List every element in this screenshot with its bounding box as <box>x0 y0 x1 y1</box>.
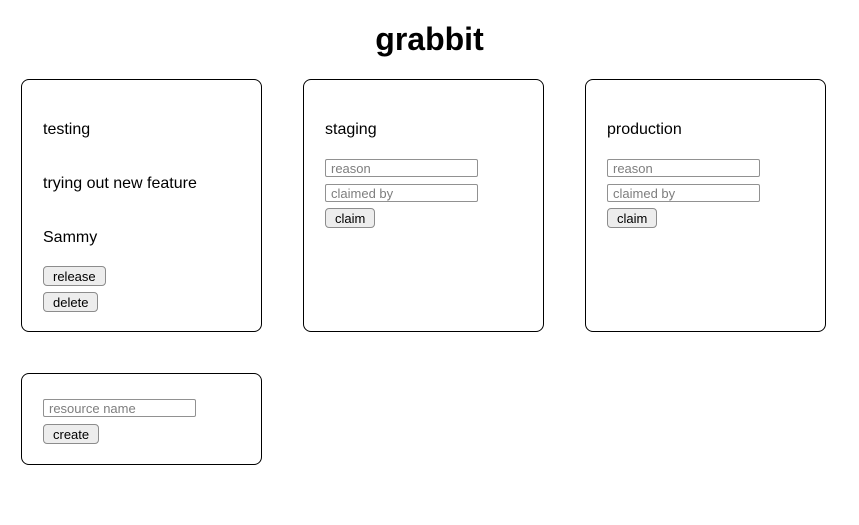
resource-name-input[interactable] <box>43 399 196 417</box>
release-button[interactable]: release <box>43 266 106 286</box>
create-button[interactable]: create <box>43 424 100 444</box>
resource-card-production: production claim <box>585 79 826 332</box>
claimed-by-text: Sammy <box>43 229 98 246</box>
reason-input[interactable] <box>607 159 760 177</box>
resource-name: production <box>607 121 682 138</box>
page-title: grabbit <box>375 21 484 57</box>
create-resource-card: create <box>21 373 262 465</box>
resource-card-staging: staging claim <box>303 79 544 332</box>
resource-name: testing <box>43 121 91 138</box>
resource-cards-row: testing trying out new feature Sammy rel… <box>0 79 859 332</box>
resource-card-testing: testing trying out new feature Sammy rel… <box>21 79 262 332</box>
delete-button[interactable]: delete <box>43 292 99 312</box>
claim-button[interactable]: claim <box>607 208 658 228</box>
claimed-by-input[interactable] <box>325 184 478 202</box>
resource-name: staging <box>325 121 377 138</box>
claimed-by-input[interactable] <box>607 184 760 202</box>
reason-input[interactable] <box>325 159 478 177</box>
claim-reason-text: trying out new feature <box>43 175 197 192</box>
claim-button[interactable]: claim <box>325 208 376 228</box>
